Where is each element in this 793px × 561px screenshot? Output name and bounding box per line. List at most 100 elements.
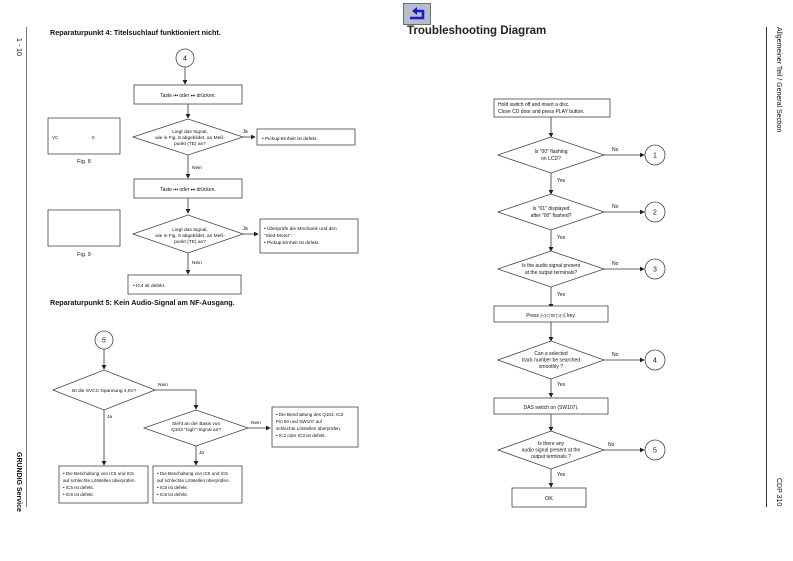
decision-fig9-label: wie in Fig. 9 abgebildet, an Meß- [155,233,225,239]
result-ic5-ic6-left [58,465,149,504]
yes-label: Ja [199,450,204,456]
decision-q103 [142,409,250,447]
connector-5-right-label: 5 [653,448,657,455]
no-label: Nein [192,165,202,171]
start-box-label: Hold switch off and insert a disc. [498,102,570,108]
decision-01-displayed-label: Is "01" displayed [533,206,570,212]
section4-heading: Reparaturpunkt 4: Titelsuchlauf funktion… [50,28,221,37]
yes-label: Yes [557,235,566,241]
connector-1-label: 1 [653,153,657,160]
no-label: No [612,147,619,153]
no-label: No [608,442,615,448]
result-ic5-ic6-mid-label: • Die Beschaltung von IC5 und IC6 [157,471,228,476]
fig8-vc-label: VC [52,135,59,140]
yes-label: Ja [107,414,112,420]
connector-2 [644,201,666,223]
result-ic5-ic6-left-label: auf schlechte Lötstellen überprüfen. [63,478,136,483]
decision-01-displayed-label: after "00" flashed? [531,213,572,219]
result-ic5-ic6-left-label: • IC6 ist defekt. [63,492,94,497]
connector-4-right [644,349,666,371]
yes-label: Yes [557,382,566,388]
back-arrow-icon [410,7,425,20]
result-ic5-ic6-left-label: • IC5 ist defekt. [63,485,94,490]
connector-4-label: 4 [183,56,187,63]
decision-audio-output-label: at the output terminals? [525,270,577,276]
result-mechanic-check [259,218,359,254]
no-label: No [612,352,619,358]
step-press-skip-2-label: Taste ⏮ oder ⏭ drücken. [160,187,216,193]
yes-label: Yes [557,292,566,298]
connector-1 [644,144,666,166]
connector-3 [644,258,666,280]
result-ic5-ic6-mid [152,465,243,504]
connector-3-label: 3 [653,267,657,274]
press-skip-box [493,305,609,323]
decision-track-search-label: track number be searched [522,358,580,364]
ok-label: OK [545,496,553,502]
fig8-caption: Fig. 8 [77,159,91,165]
step-press-skip-1 [133,84,243,105]
result-mechanic-check-label: "Sled-Motor". [264,233,292,239]
result-ic5-ic6-mid-label: • IC5 ist defekt. [157,485,188,490]
start-box [493,98,611,118]
decision-fig8 [131,118,245,156]
yes-label: Ja [242,226,248,232]
decision-track-search [496,340,606,380]
decision-fig8-label: punkt (TE) an? [174,141,206,147]
result-q103-check [271,406,359,448]
das-switch-label: DAS switch on (SW107). [523,405,578,411]
result-q103-check-label: Pin 50 und SW107 auf [276,419,323,424]
result-q103-check-label: schlechte Lötstellen überprüfen. [276,426,341,431]
result-ic5-ic6-left-label: • Die Beschaltung von IC5 und IC6 [63,471,134,476]
result-ic5-ic6-mid-label: • IC6 ist defekt. [157,492,188,497]
decision-audio-present-label: output terminals ? [531,454,571,460]
ok-box [511,487,587,508]
yes-label: Yes [557,472,566,478]
decision-audio-output [496,250,606,288]
result-ic4-defect-label: • IC4 ist defekt. [133,283,165,289]
decision-audio-present-label: audio signal present at the [522,448,581,454]
fig9-caption: Fig. 9 [77,252,91,258]
decision-00-flashing-label: Is "00" flashing [534,149,567,155]
no-label: Nein [192,260,202,266]
start-box-label: Close CD door and press PLAY button. [498,109,585,115]
connector-5-right [644,439,666,461]
connector-5-label: 5 [102,338,106,345]
decision-01-displayed [496,193,606,231]
step-press-skip-1-label: Taste ⏮ oder ⏭ drücken. [160,93,216,99]
connector-4 [175,48,195,68]
decision-q103-label: Q103 "high"-Signal an? [171,427,221,433]
no-label: No [612,261,619,267]
connector-4-right-label: 4 [653,358,657,365]
no-label: Nein [251,420,261,426]
result-mechanic-check-label: • Pickup-Einheit ist defekt. [264,240,320,246]
page-title: Troubleshooting Diagram [407,25,547,37]
decision-fig8-label: Liegt das Signal, [172,129,207,135]
decision-audio-present [496,430,606,470]
back-button[interactable] [403,3,431,25]
decision-track-search-label: Can a selected [534,351,568,357]
decision-00-flashing-label: on LCD? [541,156,561,162]
yes-label: Yes [557,178,566,184]
decision-fig9-label: Liegt das Signal, [172,227,207,233]
decision-q103-label: Steht an der Basis von [172,421,221,427]
step-press-skip-2 [133,178,243,199]
fig9-box [47,209,121,247]
fig8-zero-label: 0 [92,135,95,140]
fig8-box [47,117,121,155]
decision-fig9-label: punkt (TE) an? [174,239,206,245]
left-margin-rule [26,27,27,507]
result-q103-check-label: • Die Beschaltung des Q103, IC3 [276,412,344,417]
connector-2-label: 2 [653,210,657,217]
decision-track-search-label: smoothly ? [539,364,563,370]
press-skip-label: Press |◁◁ or ▷▷| key. [526,313,576,319]
result-ic5-ic6-mid-label: auf schlechte Lötstellen überprüfen. [157,478,230,483]
no-label: Nein [158,382,168,388]
result-pickup-defect-label: • Pickup-Einheit ist defekt. [262,136,318,142]
decision-fig8-label: wie in Fig. 8 abgebildet, an Meß- [155,135,225,141]
decision-00-flashing [496,136,606,174]
result-pickup-defect [256,128,356,146]
no-label: No [612,204,619,210]
